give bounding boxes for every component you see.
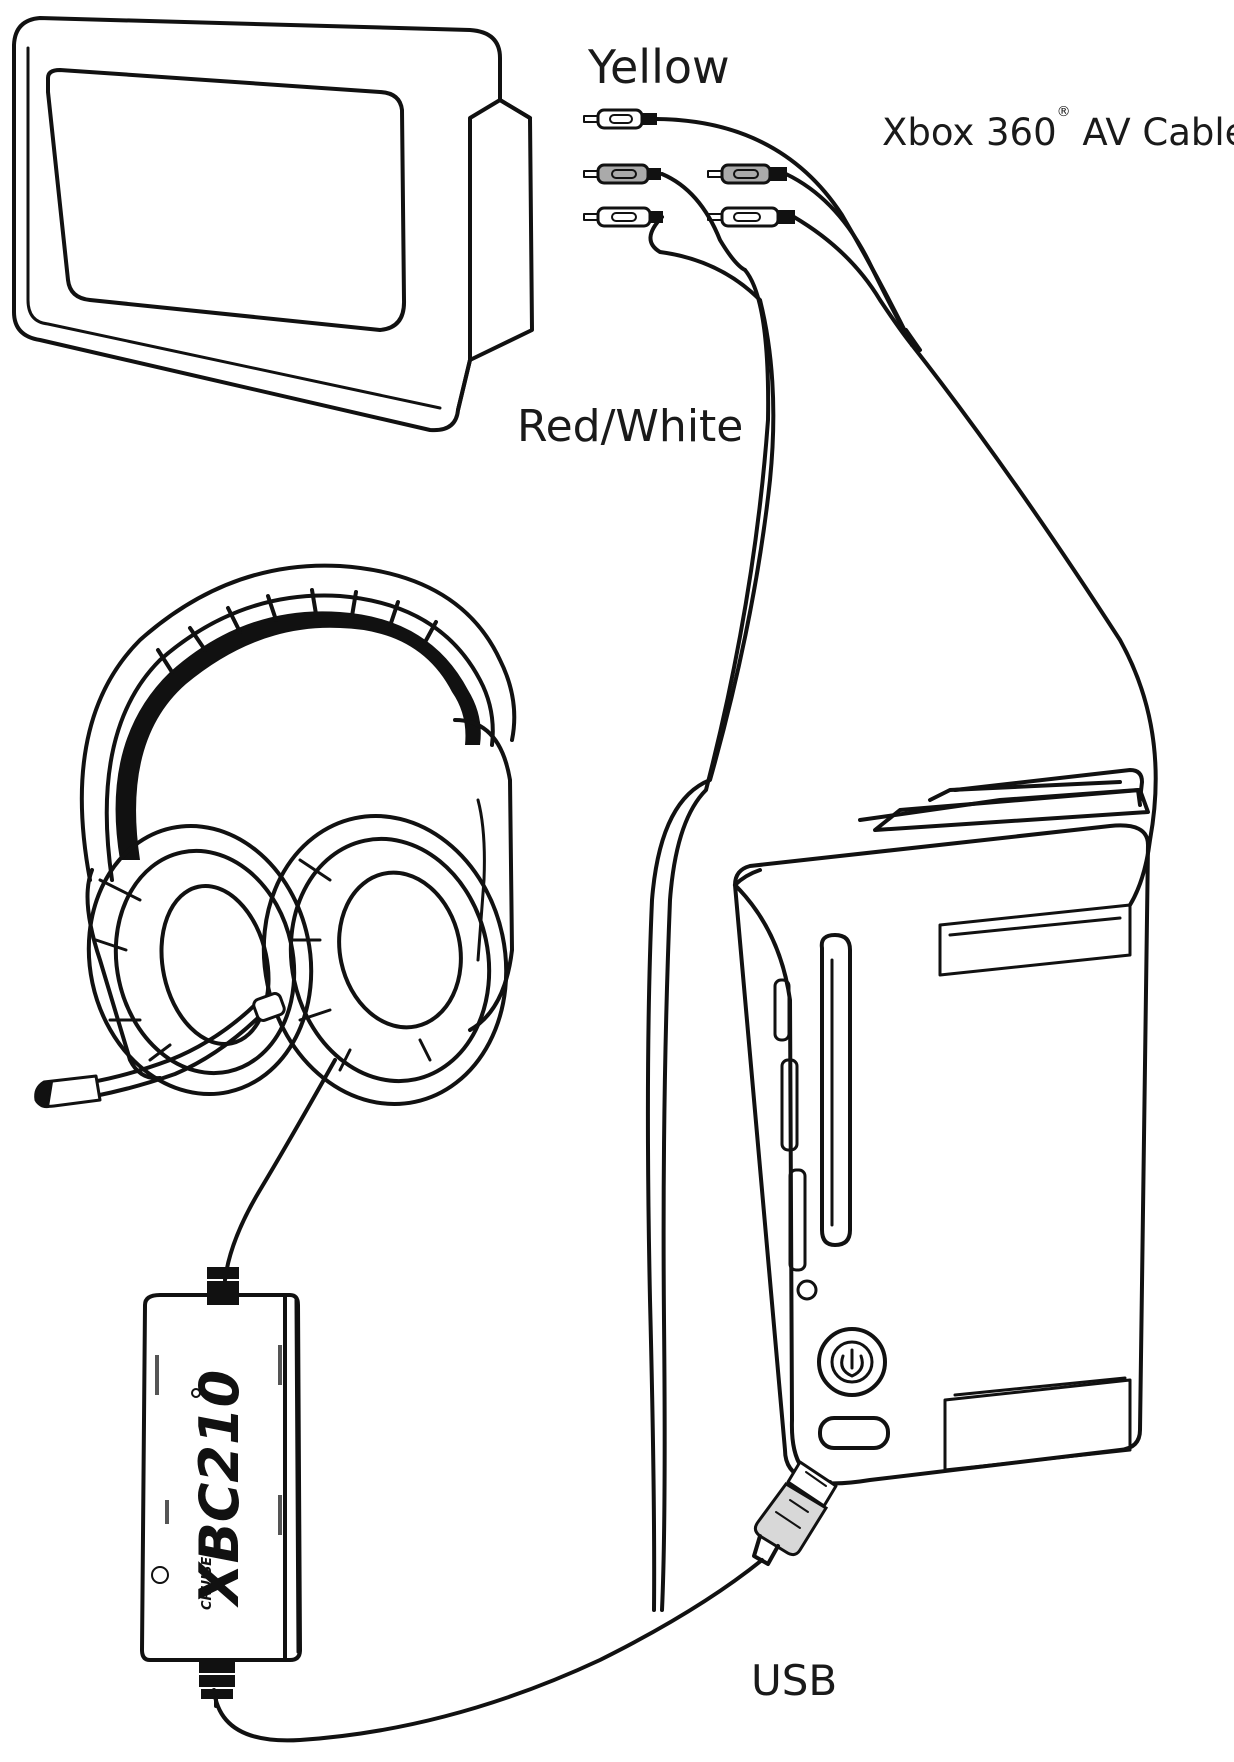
label-av-cable-registered-mark: ® — [1056, 103, 1071, 120]
label-usb: USB — [751, 1656, 838, 1705]
rca-plug-yellow — [583, 108, 657, 130]
label-av-cable-suffix: AV Cable — [1070, 111, 1234, 154]
amplifier: XBC210 CRUISER — [140, 1267, 302, 1708]
television — [12, 16, 534, 433]
label-av-cable-name: Xbox 360 — [882, 111, 1057, 154]
rca-plug-left-lower — [583, 206, 663, 228]
xbox-360-console — [733, 768, 1150, 1486]
audio-cable-red-white — [645, 172, 776, 1612]
usb-plug — [212, 1460, 838, 1743]
rca-plug-right-upper — [707, 163, 787, 185]
rca-plug-left-upper — [583, 163, 661, 185]
label-yellow: Yellow — [588, 40, 730, 94]
av-cable — [654, 117, 1158, 907]
amplifier-model: XBC210 — [188, 1370, 251, 1608]
label-red-white: Red/White — [517, 401, 744, 452]
tv-screen — [46, 68, 407, 332]
amplifier-brand: CRUISER — [200, 1547, 215, 1610]
rca-plug-right-lower — [707, 206, 795, 228]
headset — [34, 563, 517, 1282]
label-av-cable: Xbox 360® AV Cable — [882, 105, 1234, 154]
